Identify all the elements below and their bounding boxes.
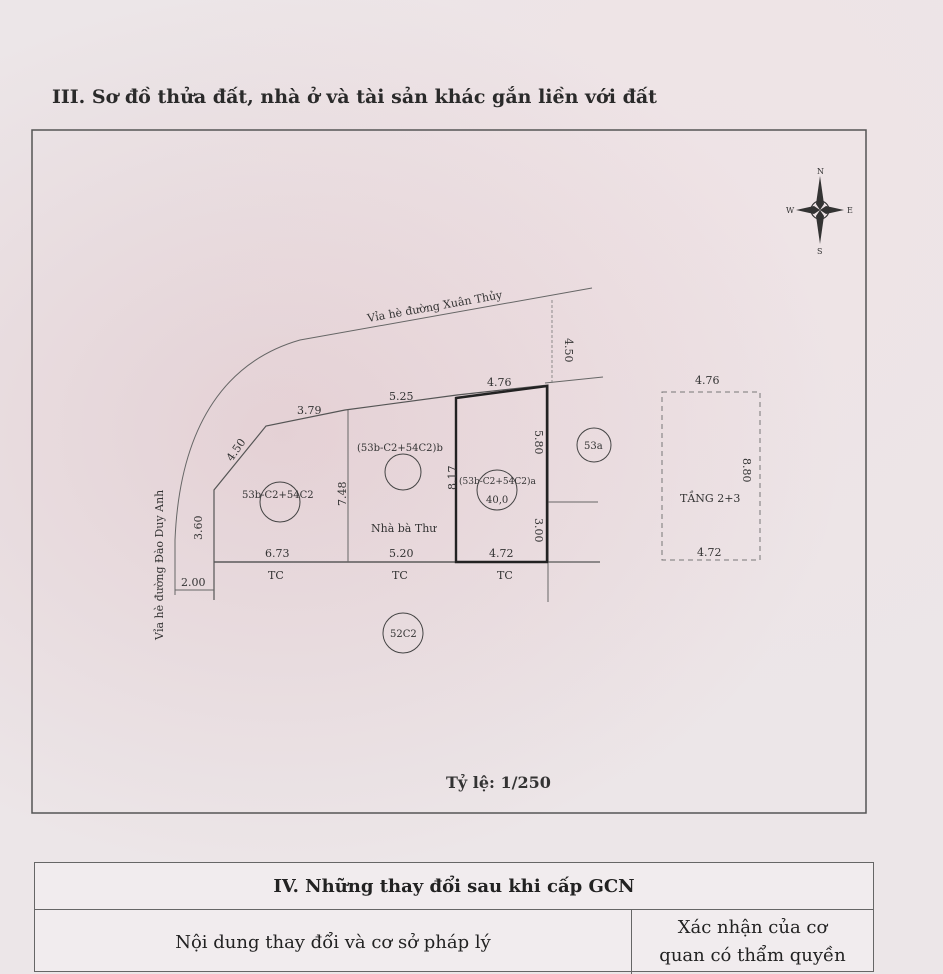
main-plot-boundary bbox=[454, 384, 549, 564]
compass-icon: N S W E bbox=[786, 167, 853, 256]
column-confirm-header: Xác nhận của cơ quan có thẩm quyền bbox=[632, 910, 873, 974]
dim-left-height: 3.60 bbox=[192, 516, 205, 541]
street-xuan-thuy: Vỉa hè đường Xuân Thủy bbox=[365, 288, 504, 325]
floor-note: TẦNG 2+3 bbox=[680, 490, 740, 505]
street-dao-duy-anh: Vỉa hè đường Đào Duy Anh bbox=[153, 490, 166, 641]
land-use-tc-1: TC bbox=[268, 569, 284, 582]
land-use-tc-3: TC bbox=[497, 569, 513, 582]
dim-right-upper: 5.80 bbox=[532, 430, 545, 455]
changes-header-row: Nội dung thay đổi và cơ sở pháp lý Xác n… bbox=[35, 910, 873, 974]
dim-plot-a-height: 8.17 bbox=[446, 466, 459, 491]
changes-table: IV. Những thay đổi sau khi cấp GCN Nội d… bbox=[34, 862, 874, 974]
changes-title: IV. Những thay đổi sau khi cấp GCN bbox=[35, 863, 873, 910]
dim-bottom-seg3: 4.72 bbox=[489, 547, 514, 560]
xuan-thuy-sidewalk-line bbox=[174, 287, 593, 595]
neighbor-right-circle bbox=[576, 427, 612, 463]
neighbor-bottom-circle bbox=[382, 612, 424, 654]
dim-top-seg1: 3.79 bbox=[297, 404, 322, 417]
plot-mid-circle bbox=[384, 453, 422, 491]
column-confirm-line1: Xác nhận của cơ bbox=[677, 917, 828, 938]
diagram-frame bbox=[31, 129, 867, 814]
dim-floor-height: 8.80 bbox=[740, 458, 753, 483]
dim-left-offset: 2.00 bbox=[181, 576, 206, 589]
compass-e: E bbox=[847, 206, 853, 215]
dim-top-seg3: 4.76 bbox=[487, 376, 512, 389]
plot-main-label: (53b-C2+54C2)a bbox=[459, 476, 536, 487]
floor-plan-box bbox=[661, 391, 761, 561]
compass-s: S bbox=[817, 247, 822, 256]
neighbor-bottom-label: 52C2 bbox=[390, 629, 417, 640]
dim-top-left-diag: 4.50 bbox=[224, 436, 249, 464]
dim-top-seg2: 5.25 bbox=[389, 390, 414, 403]
plot-left-circle bbox=[259, 481, 301, 523]
section-title: III. Sơ đồ thửa đất, nhà ở và tài sản kh… bbox=[52, 86, 657, 108]
plot-left-label: 53b-C2+54C2 bbox=[242, 490, 314, 501]
land-use-tc-2: TC bbox=[392, 569, 408, 582]
dim-mid-height: 7.48 bbox=[336, 482, 349, 507]
dim-bottom-seg1: 6.73 bbox=[265, 547, 290, 560]
dim-floor-top: 4.76 bbox=[695, 374, 720, 387]
plot-main-area: 40,0 bbox=[486, 495, 508, 506]
compass-w: W bbox=[786, 206, 795, 215]
dim-bottom-seg2: 5.20 bbox=[389, 547, 414, 560]
dim-right-offset: 4.50 bbox=[562, 338, 575, 363]
column-confirm-line2: quan có thẩm quyền bbox=[659, 945, 846, 966]
dim-right-lower: 3.00 bbox=[532, 518, 545, 543]
plot-main-circle bbox=[476, 469, 518, 511]
column-content-header: Nội dung thay đổi và cơ sở pháp lý bbox=[35, 910, 632, 974]
dim-floor-bottom: 4.72 bbox=[697, 546, 722, 559]
house-owner-label: Nhà bà Thư bbox=[371, 522, 437, 535]
top-boundary-ext bbox=[544, 376, 604, 384]
plot-mid-label: (53b-C2+54C2)b bbox=[357, 443, 443, 454]
compass-n: N bbox=[817, 167, 824, 176]
neighbor-right-label: 53a bbox=[584, 441, 603, 452]
scale-label: Tỷ lệ: 1/250 bbox=[446, 773, 551, 792]
